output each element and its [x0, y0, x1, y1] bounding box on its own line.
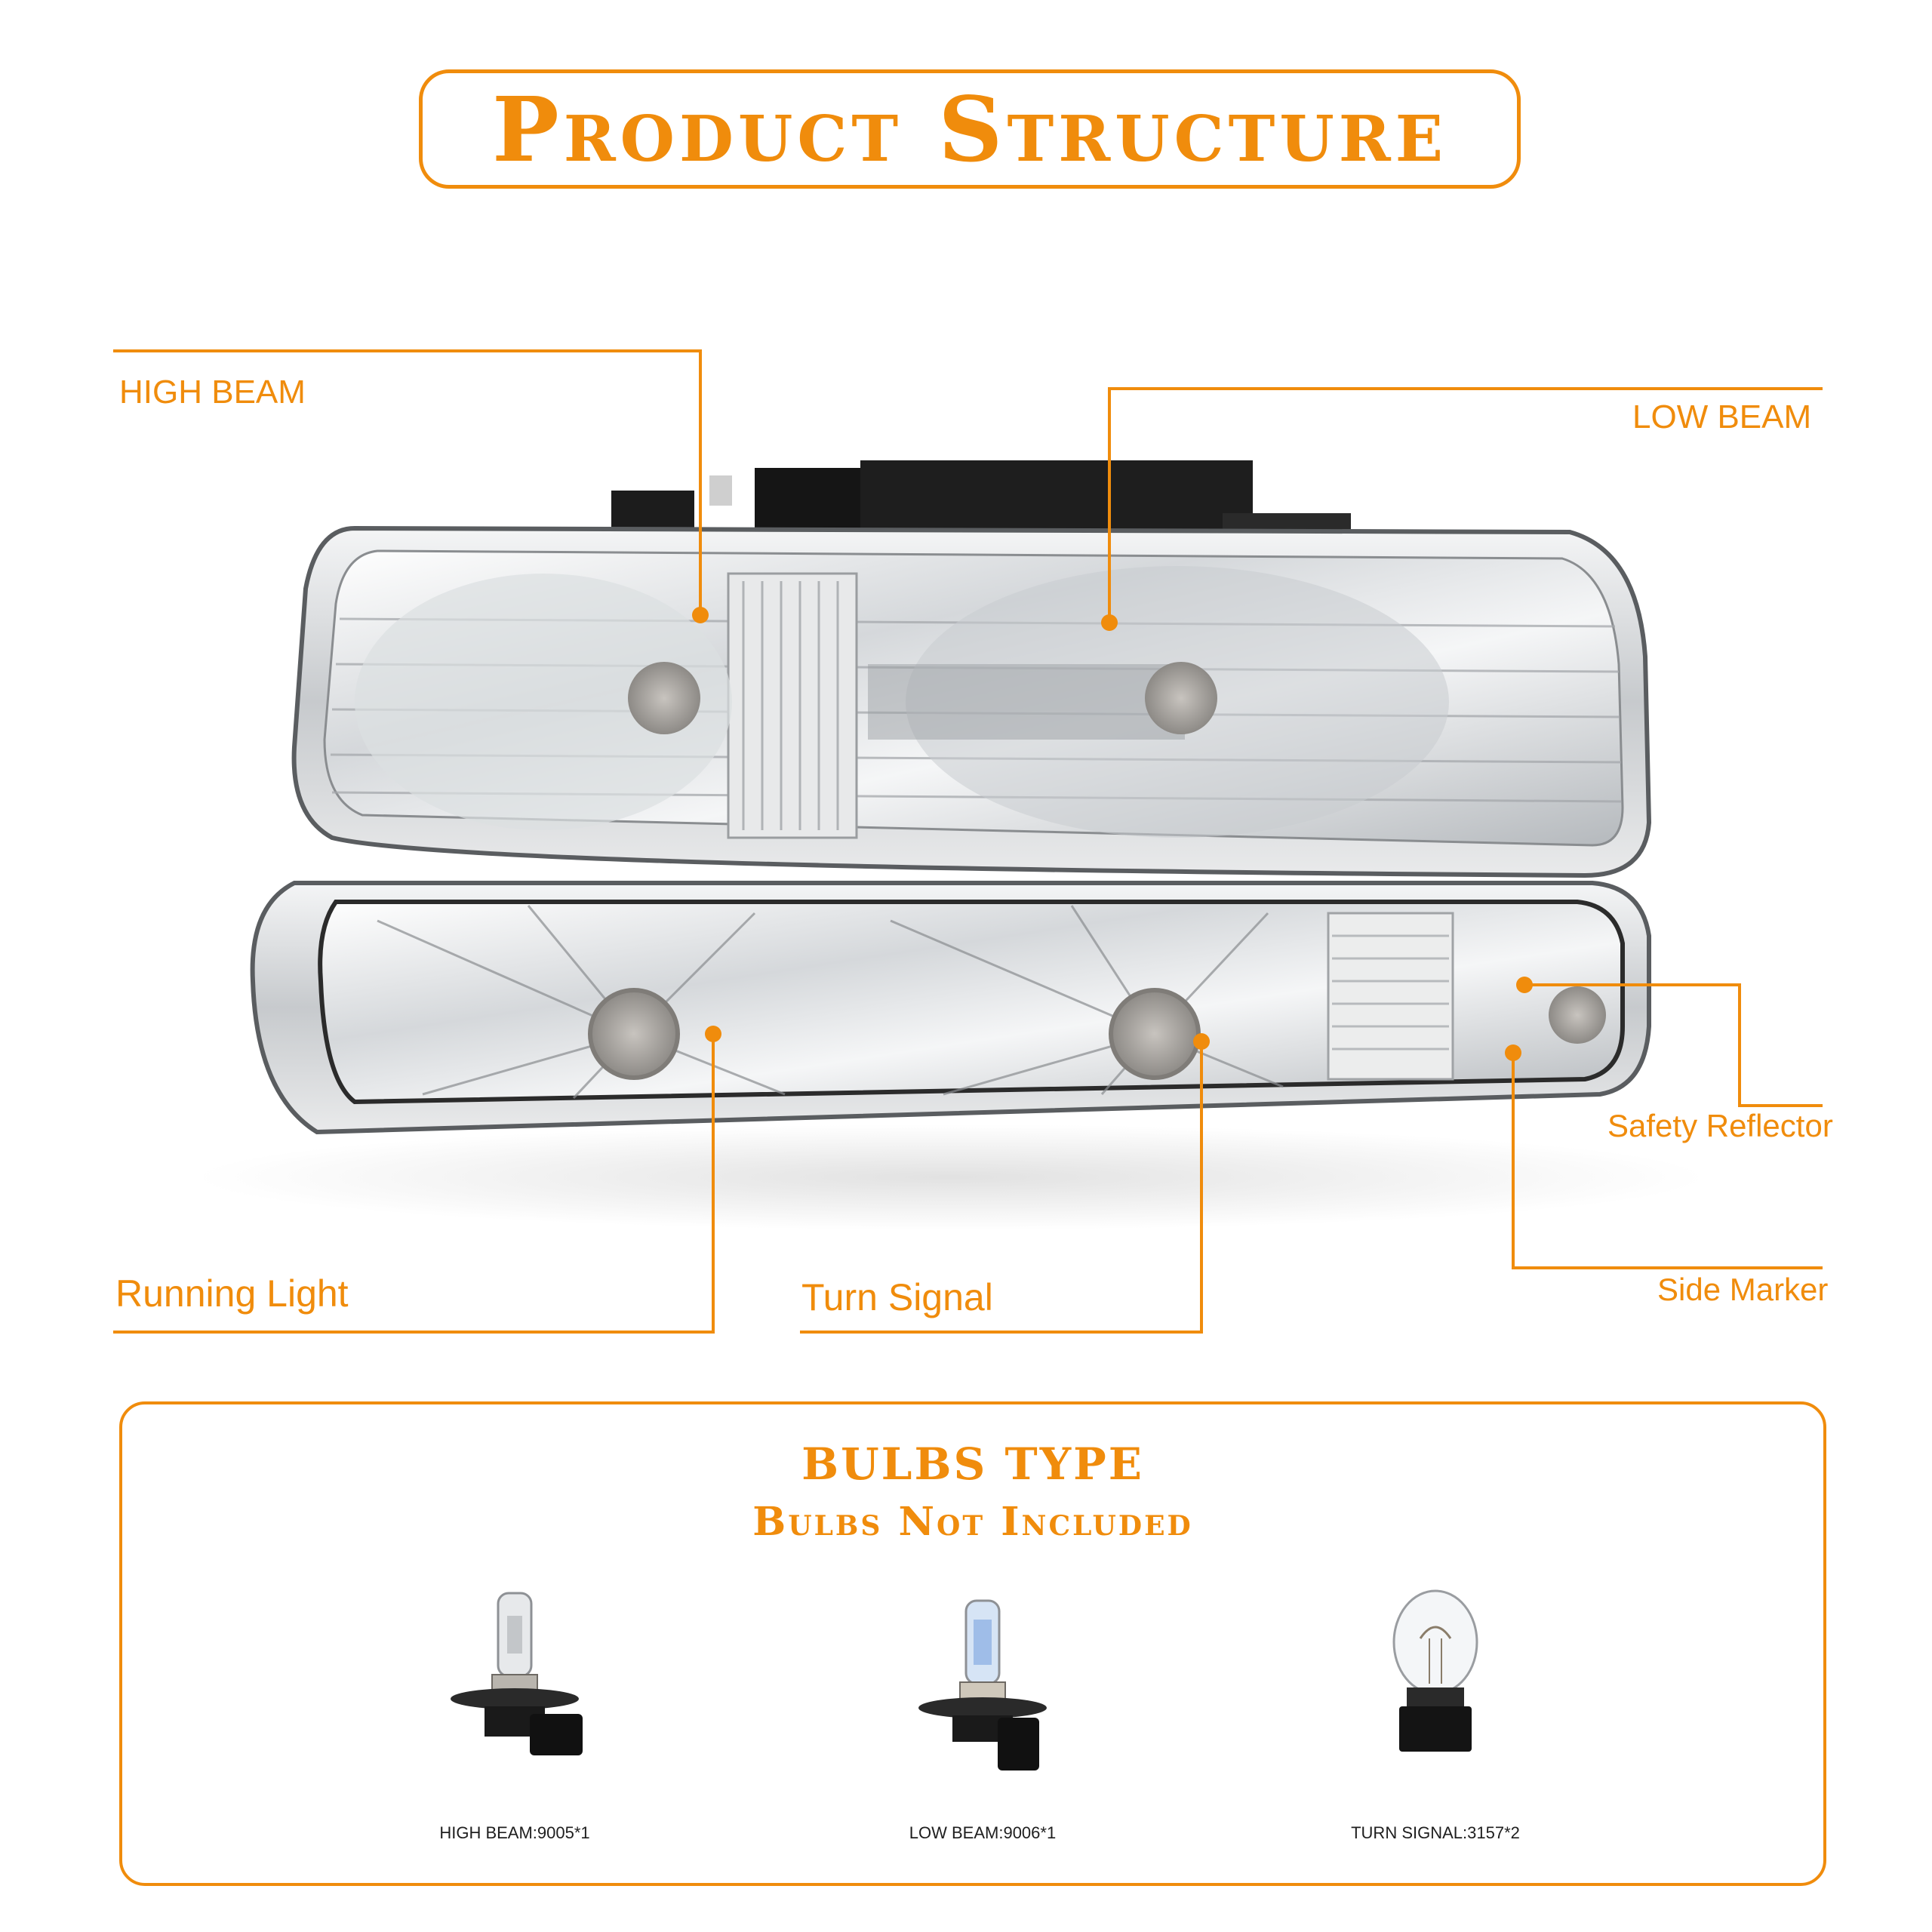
leader-lines — [113, 349, 1823, 1334]
halogen-bulb-9005-icon — [451, 1592, 583, 1755]
bulb-caption-high-beam: HIGH BEAM:9005*1 — [439, 1823, 590, 1842]
callout-turn-signal: Turn Signal — [801, 1276, 993, 1318]
callout-safety-reflector: Safety Reflector — [1607, 1108, 1833, 1143]
page-title: Product Structure — [491, 76, 1448, 182]
wedge-bulb-3157-icon — [1392, 1589, 1478, 1752]
bulbs-type-panel: BULBS TYPE Bulbs Not Included HIGH BEAM:… — [119, 1401, 1826, 1886]
headlight-assembly-image — [113, 349, 1823, 1334]
leader-dots — [692, 607, 1533, 1061]
callout-high-beam: HIGH BEAM — [119, 374, 306, 411]
callout-low-beam: LOW BEAM — [1632, 398, 1812, 435]
halogen-bulb-9006-icon — [918, 1599, 1047, 1770]
bulb-caption-low-beam: LOW BEAM:9006*1 — [909, 1823, 1057, 1842]
callout-side-marker: Side Marker — [1657, 1272, 1829, 1307]
bulbs-subtitle: Bulbs Not Included — [752, 1499, 1193, 1545]
bulb-caption-turn-signal: TURN SIGNAL:3157*2 — [1351, 1823, 1520, 1842]
title-frame: Product Structure — [419, 69, 1521, 189]
headlight-lens — [291, 525, 1652, 878]
callout-running-light: Running Light — [115, 1272, 349, 1315]
bulbs-title: BULBS TYPE — [801, 1438, 1144, 1490]
bumper-signal-lamp — [250, 881, 1651, 1135]
floor-reflection — [196, 1124, 1706, 1230]
